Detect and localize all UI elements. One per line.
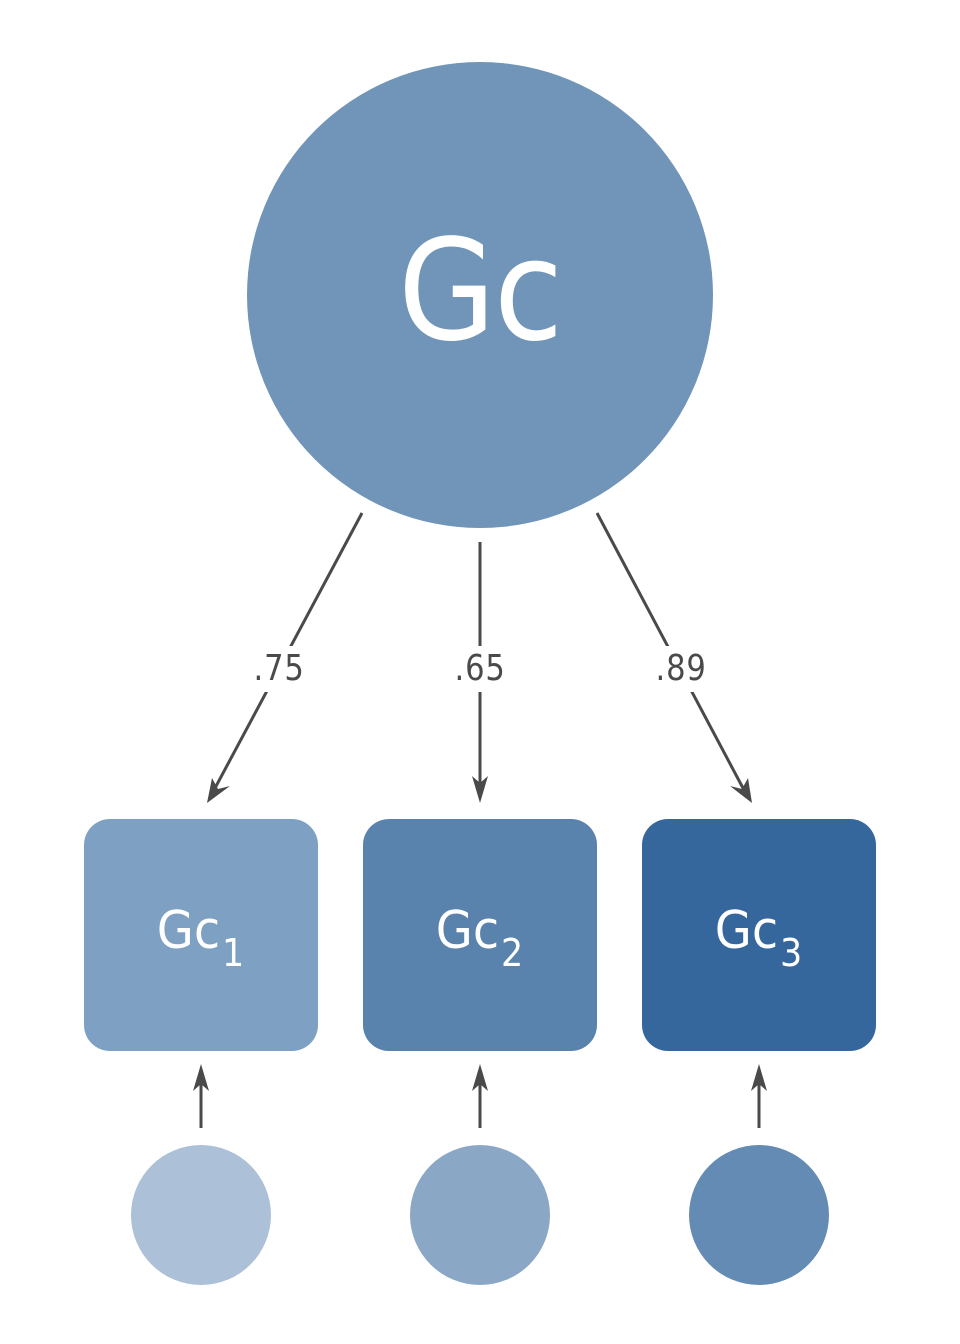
indicator-label-3: Gc3 (715, 901, 803, 975)
error-arrowhead-3 (751, 1064, 767, 1091)
indicator-gc2: Gc2 (363, 819, 597, 1051)
indicator-gc3: Gc3 (642, 819, 876, 1051)
error-arrowhead-1 (193, 1064, 209, 1091)
loading-label-2: .65 (435, 646, 525, 692)
indicator-subscript-2: 2 (501, 931, 524, 975)
indicator-subscript-1: 1 (222, 931, 245, 975)
arrowhead-3 (730, 778, 752, 803)
indicator-label-2: Gc2 (436, 901, 524, 975)
arrowhead-1 (207, 778, 230, 803)
latent-factor-gc: Gc (247, 62, 713, 528)
error-term-3 (689, 1145, 829, 1285)
loading-label-3: .89 (636, 646, 726, 692)
arrowhead-2 (472, 776, 488, 803)
indicator-label-1: Gc1 (157, 901, 245, 975)
loading-label-1: .75 (234, 646, 324, 692)
error-term-1 (131, 1145, 271, 1285)
indicator-subscript-3: 3 (780, 931, 803, 975)
indicator-gc1: Gc1 (84, 819, 318, 1051)
error-arrowhead-2 (472, 1064, 488, 1091)
latent-factor-label: Gc (398, 209, 563, 373)
error-term-2 (410, 1145, 550, 1285)
